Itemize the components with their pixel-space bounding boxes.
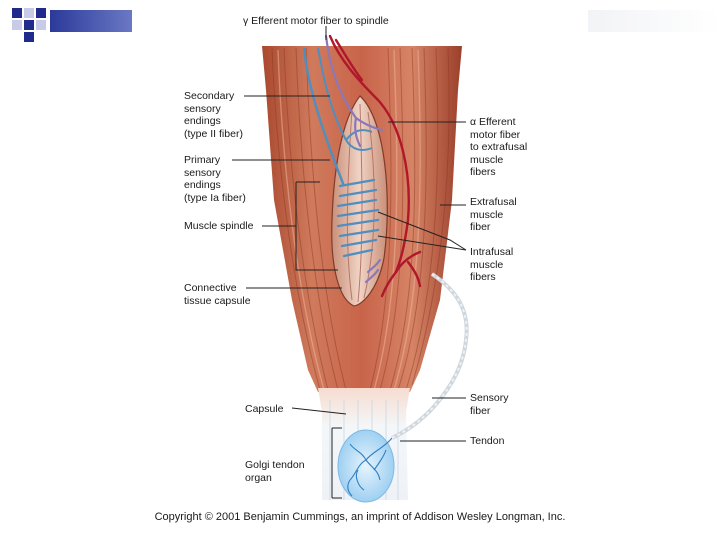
deco-square-navy-1 <box>12 8 22 18</box>
copyright-notice: Copyright © 2001 Benjamin Cummings, an i… <box>154 511 566 523</box>
label-muscle-spindle: Muscle spindle <box>184 220 254 232</box>
alpha-efferent-fibers <box>328 34 422 298</box>
deco-square-lavender-3 <box>36 20 46 30</box>
label-capsule: Capsule <box>245 403 284 415</box>
label-leader-lines <box>232 26 467 499</box>
muscle-highlights <box>277 49 421 391</box>
deco-square-lavender-1 <box>24 8 34 18</box>
muscle-fiber-striations <box>271 47 450 391</box>
golgi-nerve-branches <box>347 437 393 497</box>
deco-square-lavender-2 <box>12 20 22 30</box>
type-ii-fiber <box>317 47 347 141</box>
deco-square-navy-2 <box>36 8 46 18</box>
deco-square-navy-4 <box>24 32 34 42</box>
deco-header-bar-right <box>588 10 720 32</box>
label-alpha-efferent: α Efferent motor fiber to extrafusal mus… <box>470 116 528 178</box>
type-ia-fiber <box>302 47 346 187</box>
label-extrafusal-muscle-fiber: Extrafusal muscle fiber <box>470 196 517 233</box>
label-tendon: Tendon <box>470 435 505 447</box>
deco-header-bar <box>50 10 132 32</box>
label-connective-tissue-capsule: Connective tissue capsule <box>184 282 251 307</box>
deco-square-navy-3 <box>24 20 34 30</box>
gamma-efferent-fibers <box>324 34 384 284</box>
label-secondary-sensory-endings: Secondary sensory endings (type II fiber… <box>184 90 243 140</box>
label-sensory-fiber: Sensory fiber <box>470 392 509 417</box>
golgi-tendon-organ-shape <box>337 429 395 503</box>
muscle-spindle-shape <box>331 95 388 307</box>
label-gamma-efferent: γ Efferent motor fiber to spindle <box>243 15 389 27</box>
label-intrafusal-muscle-fibers: Intrafusal muscle fibers <box>470 246 514 283</box>
label-golgi-tendon-organ: Golgi tendon organ <box>245 459 305 484</box>
primary-sensory-endings <box>336 178 380 258</box>
label-primary-sensory-endings: Primary sensory endings (type Ia fiber) <box>184 154 246 204</box>
